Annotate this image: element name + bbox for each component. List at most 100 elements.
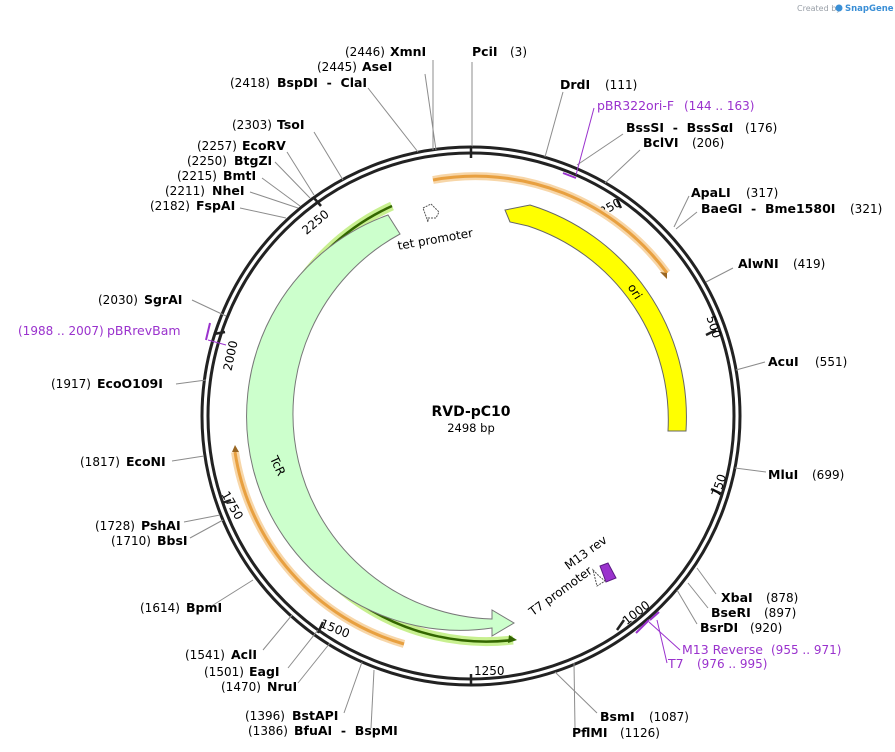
ori-feature-arrow (504, 204, 687, 432)
site-pos: (2446) (345, 45, 385, 59)
site-name: BbsI (157, 533, 188, 548)
site-pos: (2030) (98, 293, 138, 307)
site-name: BseRI (711, 605, 751, 620)
site-name: NruI (267, 679, 297, 694)
site-name: EcoO109I (97, 376, 163, 391)
site-name: PshAI (141, 518, 181, 533)
site-pos: (1501) (204, 665, 244, 679)
primer-t7-mark (649, 611, 660, 621)
restriction-site-labels: (2446) XmnI PciI (3) (2445) AseI (2418) … (18, 44, 882, 740)
primer-name: T7 (667, 656, 684, 671)
site-pos: (2418) (230, 76, 270, 90)
site-name: BtgZI (234, 153, 272, 168)
tick-label-750: 750 (709, 472, 729, 498)
plasmid-length: 2498 bp (447, 421, 495, 435)
site-name: AcuI (768, 354, 799, 369)
site-name: EcoNI (126, 454, 166, 469)
tcr-orf-arrowhead (508, 635, 517, 643)
primer-m13-reverse-leader (648, 621, 681, 651)
site-name: BclVI (643, 135, 679, 150)
site-name: BaeGI - Bme1580I (701, 201, 835, 216)
t7-promoter-label: T7 promoter (525, 564, 594, 620)
site-pos: (2215) (177, 169, 217, 183)
site-name: AlwNI (738, 256, 779, 271)
site-pos: (1087) (649, 710, 689, 724)
site-pos: (1470) (221, 680, 261, 694)
site-name: SgrAI (144, 292, 182, 307)
site-name: BsmI (600, 709, 635, 724)
primer-m13-reverse-mark (635, 619, 650, 634)
site-name: ApaLI (691, 185, 731, 200)
site-pos: (1728) (95, 519, 135, 533)
site-pos: (206) (692, 136, 724, 150)
t7-promoter-arrow-icon (592, 568, 606, 587)
primer-range: (1988 .. 2007) (18, 324, 104, 338)
site-pos: (111) (605, 78, 637, 92)
site-name: PciI (472, 44, 498, 59)
site-pos: (1614) (140, 601, 180, 615)
site-pos: (317) (746, 186, 778, 200)
tet-promoter-label: tet promoter (396, 226, 474, 253)
site-pos: (1396) (245, 709, 285, 723)
site-pos: (321) (850, 202, 882, 216)
tet-promoter-arrow-icon (422, 203, 440, 223)
primer-marks (205, 107, 681, 664)
site-pos: (3) (510, 45, 527, 59)
tick-label-2000: 2000 (221, 339, 241, 372)
primer-range: (955 .. 971) (771, 643, 841, 657)
primer-t7-leader (656, 619, 668, 664)
tcr-left-orf-arrowhead (232, 445, 239, 452)
site-pos: (1710) (111, 534, 151, 548)
site-name: BspDI - ClaI (277, 75, 367, 90)
site-pos: (920) (750, 621, 782, 635)
site-name: MluI (768, 467, 798, 482)
tick-label-500: 500 (704, 314, 724, 340)
site-name: NheI (212, 183, 245, 198)
site-name: BpmI (186, 600, 222, 615)
site-pos: (1541) (185, 648, 225, 662)
site-name: BstAPI (292, 708, 338, 723)
site-pos: (2303) (232, 118, 272, 132)
primer-range: (976 .. 995) (697, 657, 767, 671)
primer-pbrrevbam-mark (205, 322, 211, 341)
site-pos: (551) (815, 355, 847, 369)
site-pos: (176) (745, 121, 777, 135)
site-name: PflMI (572, 725, 608, 740)
primer-name: pBRrevBam (107, 323, 181, 338)
m13-rev-feature-arrow (599, 562, 617, 583)
site-pos: (2250) (187, 154, 227, 168)
site-name: AseI (362, 59, 392, 74)
primer-pbrrevbam-tail (207, 339, 227, 346)
site-pos: (2257) (197, 139, 237, 153)
site-name: BssSI - BssSαI (626, 120, 733, 135)
site-name: EcoRV (242, 138, 286, 153)
primer-pbr322ori-f-mark (562, 172, 577, 179)
ruler-ticks (213, 146, 723, 686)
site-name: BsrDI (700, 620, 738, 635)
site-name: XmnI (390, 44, 426, 59)
site-leader-lines (171, 60, 767, 729)
site-name: BfuAI - BspMI (294, 723, 398, 738)
site-pos: (897) (764, 606, 796, 620)
site-pos: (1917) (51, 377, 91, 391)
site-pos: (2445) (317, 60, 357, 74)
primer-name: M13 Reverse (682, 642, 763, 657)
snapgene-brand-text: SnapGene (845, 4, 894, 14)
created-by-text: Created by (797, 4, 841, 13)
site-pos: (878) (766, 591, 798, 605)
site-name: DrdI (560, 77, 590, 92)
site-name: FspAI (196, 198, 235, 213)
site-pos: (2182) (150, 199, 190, 213)
site-pos: (1126) (620, 726, 660, 740)
site-name: EagI (249, 664, 280, 679)
snapgene-branding: Created by SnapGene (797, 4, 894, 14)
plasmid-name: RVD-pC10 (431, 404, 510, 420)
primer-name: pBR322ori-F (597, 98, 674, 113)
site-name: AclI (231, 647, 257, 662)
primer-pbr322ori-f-leader (575, 107, 595, 176)
site-pos: (419) (793, 257, 825, 271)
tick-label-1250: 1250 (474, 664, 505, 678)
site-name: BmtI (223, 168, 256, 183)
ori-orf-bar (432, 174, 669, 274)
